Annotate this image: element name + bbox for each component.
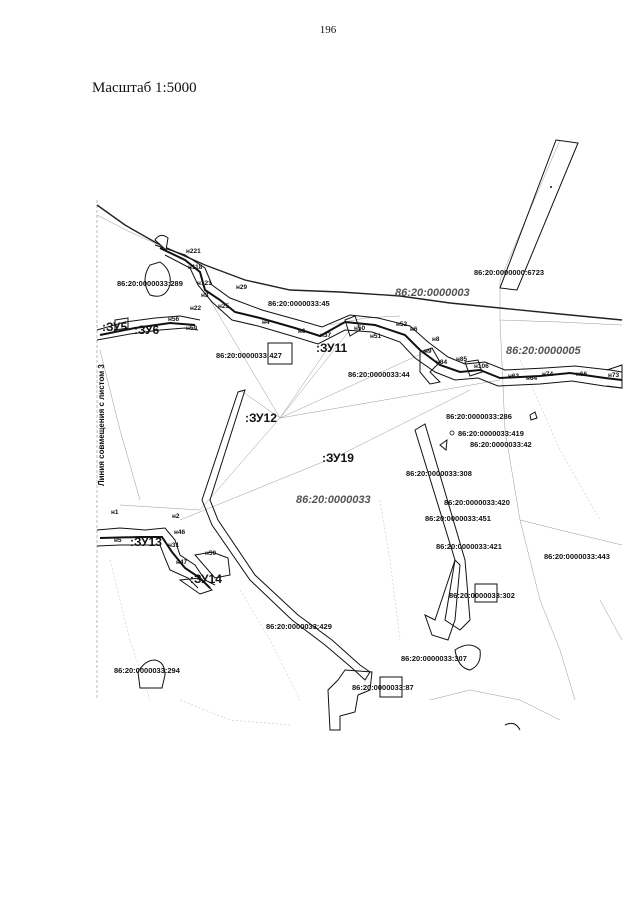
point-label: н74 [542,371,554,378]
point-label: н118 [188,264,203,271]
point-label: н46 [174,529,186,536]
quarter-label: 86:20:0000005 [506,345,582,357]
parcel-label: 86:20:0000033:294 [114,666,181,675]
parcel-label: 86:20:0000033:302 [449,591,515,600]
parcel-label: 86:20:0000033:429 [266,622,332,631]
point-label: н66 [576,371,588,378]
parcel-label: 86:20:0000033:427 [216,351,282,360]
point-label: н5 [114,537,122,544]
survey-lines [119,299,501,521]
parcel-label: 86:20:0000033:307 [401,654,467,663]
quarter-label: 86:20:0000003 [395,287,470,299]
zone-label: :ЗУ12 [245,411,277,425]
point-label: н84 [436,359,448,366]
point-label: н221 [186,248,201,255]
point-label: н63 [508,373,520,380]
parcel-label: 86:20:0000033:286 [446,412,512,421]
point-label: н25 [218,303,230,310]
point-label: н85 [456,356,468,363]
parcel-6723-outline [499,139,579,291]
point-label: н73 [608,372,620,379]
parcel-label: 86:20:0000033:308 [406,469,472,478]
point-label: н50 [354,325,366,332]
point-label: н56 [168,316,180,323]
east-parcels [414,411,538,731]
parcel-label: 86:20:0000033:421 [436,542,502,551]
point-label: н29 [236,284,248,291]
zone-label: :ЗУ14 [190,572,222,586]
parcel-label: 86:20:0000033:451 [425,514,491,523]
parcel-label: 86:20:0000033:87 [352,683,414,692]
point-label: н51 [370,333,382,340]
point-label: н1 [111,509,119,516]
point-label: н9 [424,348,432,355]
point-label: н31 [168,542,180,549]
point-label: н22 [190,305,202,312]
point-label: н2 [172,513,180,520]
parcel-label: 86:20:0000033:45 [268,299,330,308]
point-label: н3 [201,292,209,299]
map-scale-label: Масштаб 1:5000 [92,80,197,96]
north-corridor [96,234,623,389]
parcel-label: 86:20:0000033:443 [544,552,610,561]
point-label: н8 [432,336,440,343]
shoreline [96,204,623,321]
point-label: н6 [410,326,418,333]
parcel-label: 86:20:0000033:42 [470,440,532,449]
parcel-label: 86:20:0000033:419 [458,429,524,438]
parcel-label: 86:20:0000033:420 [444,498,510,507]
parcel-label: 86:20:0000000:6723 [474,268,544,277]
point-label: н121 [197,280,212,287]
zone-label: :ЗУ6 [134,323,160,337]
parcel-label: 86:20:0000033:44 [348,370,411,379]
point-label: н50 [205,550,217,557]
point-label: н6 [298,328,306,335]
point-label: н52 [396,321,408,328]
sheet-junction-label: Линия совмещения с листом 3 [97,364,106,486]
boundary-network [99,139,623,726]
point-labels: н221 н118 н121 н3 н29 н25 н22 н56 н59 н4… [111,248,620,566]
point-label: н47 [176,559,188,566]
point-label: н4 [262,319,270,326]
parcel-label: 86:20:0000033:289 [117,279,183,288]
south-corridor [201,389,403,731]
point-label: н64 [526,375,538,382]
zone-label: :ЗУ5 [102,320,128,334]
zone-label: :ЗУ19 [322,451,354,465]
zone-label: :ЗУ13 [130,535,162,549]
point-label: н106 [474,363,489,370]
southwest-corridor [96,527,231,689]
point-label: н37 [320,332,332,339]
quarter-label: 86:20:0000033 [296,494,371,506]
page-number: 196 [319,24,337,36]
zone-label: :ЗУ11 [316,341,348,355]
point-label: н59 [186,325,198,332]
